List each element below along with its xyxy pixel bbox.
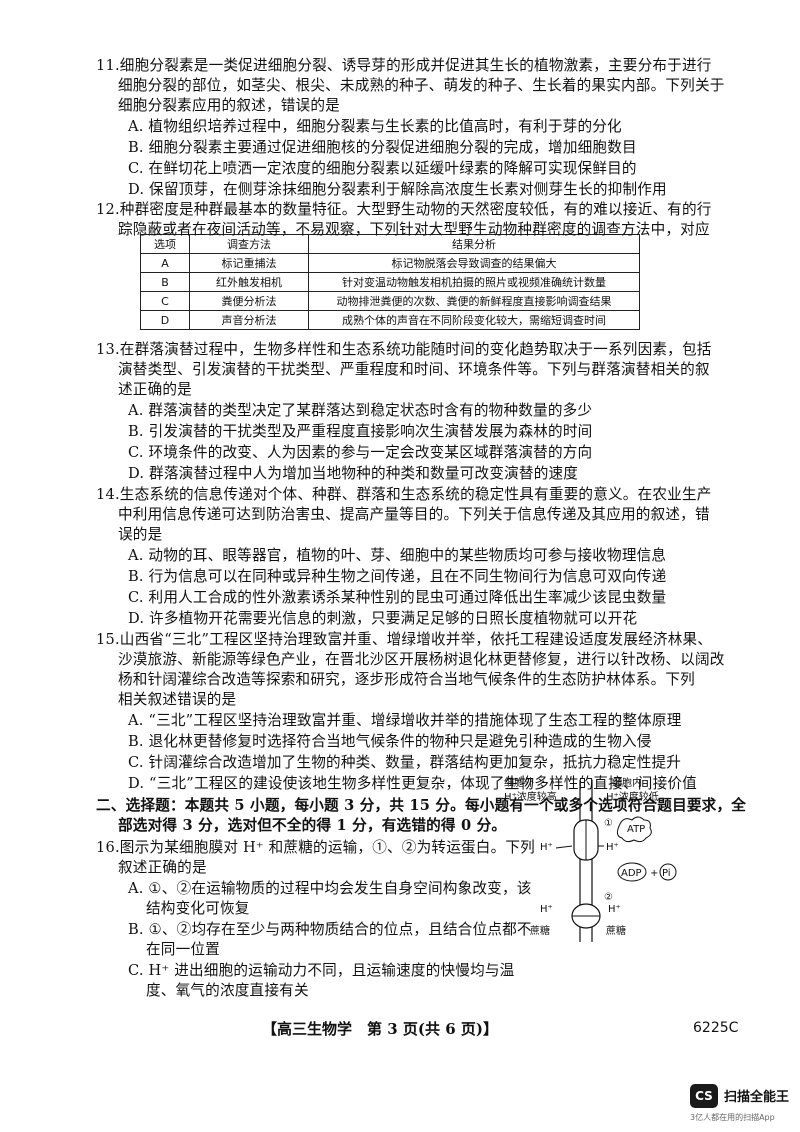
page-footer: 【高三生物学 第 3 页(共 6 页)】	[262, 1020, 498, 1038]
q14-line-1: 14.生态系统的信息传递对个体、种群、群落和生态系统的稳定性具有重要的意义。在农…	[96, 486, 712, 503]
q16-option-a-1: A. ①、②在运输物质的过程中均会发生自身空间构象改变，该	[128, 880, 532, 897]
atp-label: ATP	[627, 824, 645, 835]
q12-line-2: 踪隐蔽或者在夜间活动等，不易观察，下列针对大型野生动物种群密度的调查方法中，对应	[118, 221, 710, 238]
watermark-title: 扫描全能王	[724, 1090, 790, 1105]
outside-h-concentration-label: H⁺浓度较高	[504, 790, 557, 803]
table-cell: 针对变温动物触发相机拍摄的照片或视频准确统计数量	[308, 272, 640, 292]
h-arrow-in	[555, 845, 573, 849]
transport-protein-1	[573, 819, 599, 861]
camscanner-logo-icon: CS	[690, 1084, 718, 1108]
table-row: B 红外触发相机 针对变温动物触发相机拍摄的照片或视频准确统计数量	[140, 272, 640, 292]
adp-label: ADP	[621, 868, 642, 879]
q12-options-table: 选项 调查方法 结果分析 A 标记重捕法 标记物脱落会导致调查的结果偏大 B 红…	[140, 234, 640, 330]
paper-code: 6225C	[693, 1020, 739, 1036]
q14-line-2: 中利用信息传递可达到防治害虫、提高产量等目的。下列关于信息传递及其应用的叙述，错	[118, 506, 710, 523]
q11-option-c: C. 在鲜切花上喷洒一定浓度的细胞分裂素以延缓叶绿素的降解可实现保鲜目的	[128, 160, 637, 177]
table-cell: 标记重捕法	[189, 253, 309, 273]
watermark-subtitle: 3亿人都在用的扫描App	[690, 1113, 775, 1122]
table-cell: 动物排泄粪便的次数、粪便的新鲜程度直接影响调查结果	[308, 291, 640, 311]
protein-2-label: ②	[604, 892, 613, 903]
table-row: D 声音分析法 成熟个体的声音在不同阶段变化较大，需缩短调查时间	[140, 310, 640, 330]
table-cell: B	[140, 272, 190, 292]
table-cell: 声音分析法	[189, 310, 309, 330]
table-cell: D	[140, 310, 190, 330]
h-ion-left-2: H⁺	[540, 904, 553, 915]
q11-line-3: 细胞分裂素应用的叙述，错误的是	[118, 97, 340, 114]
q12-line-1: 12.种群密度是种群最基本的数量特征。大型野生动物的天然密度较低，有的难以接近、…	[96, 201, 712, 218]
table-cell: A	[140, 253, 190, 273]
table-cell: C	[140, 291, 190, 311]
table-cell: 成熟个体的声音在不同阶段变化较大，需缩短调查时间	[308, 310, 640, 330]
q16-line-2: 叙述正确的是	[118, 859, 207, 876]
q16-option-a-2: 结构变化可恢复	[146, 900, 250, 917]
section-2-header-line-1: 二、选择题：本题共 5 小题，每小题 3 分，共 15 分。每小题有一个或多个选…	[96, 797, 747, 814]
q15-line-1: 15.山西省“三北”工程区坚持治理致富并重、增绿增收并举，依托工程建设适度发展经…	[96, 631, 713, 648]
q13-line-3: 述正确的是	[118, 381, 192, 398]
q16-option-c-1: C. H⁺ 进出细胞的运输动力不同，且运输速度的快慢均与温	[128, 962, 515, 979]
q14-option-d: D. 许多植物开花需要光信息的刺激，只要满足足够的日照长度植物就可以开花	[128, 610, 638, 627]
adp-ellipse	[617, 862, 647, 882]
q11-option-b: B. 细胞分裂素主要通过促进细胞核的分裂促进细胞分裂的完成，增加细胞数目	[128, 139, 637, 156]
inside-h-concentration-label: H⁺浓度较低	[606, 790, 659, 803]
h-ion-right-1: H⁺	[606, 842, 619, 853]
q16-option-b-2: 在同一位置	[146, 941, 220, 958]
q16-line-1: 16.图示为某细胞膜对 H⁺ 和蔗糖的运输，①、②为转运蛋白。下列	[96, 839, 535, 856]
q15-option-a: A. “三北”工程区坚持治理致富并重、增绿增收并举的措施体现了生态工程的整体原理	[128, 712, 682, 729]
pi-label: Pi	[662, 868, 671, 879]
inside-label: 细胞内	[612, 776, 642, 789]
q11-line-1: 11.细胞分裂素是一类促进细胞分裂、诱导芽的形成并促进其生长的植物激素，主要分布…	[96, 57, 712, 74]
q15-option-c: C. 针阔灌综合改造增加了生物的种类、数量，群落结构更加复杂，抵抗力稳定性提升	[128, 754, 682, 771]
q11-line-2: 细胞分裂的部位，如茎尖、根尖、未成熟的种子、萌发的种子、生长着的果实内部。下列关…	[118, 77, 725, 94]
q15-option-b: B. 退化林更替修复时选择符合当地气候条件的物种只是避免引种造成的生物入侵	[128, 733, 652, 750]
sucrose-left: 蔗糖	[530, 924, 550, 937]
q15-line-3: 杨和针阔灌综合改造等探索和研究，逐步形成符合当地气候条件的生态防护林体系。下列	[118, 671, 695, 688]
q16-option-c-2: 度、氧气的浓度直接有关	[146, 982, 309, 999]
section-2-header-line-2: 部选对得 3 分，选对但不全的得 1 分，有选错的得 0 分。	[118, 817, 507, 834]
protein-1-label: ①	[604, 818, 613, 829]
pi-circle	[659, 863, 677, 881]
atp-cloud	[616, 816, 652, 843]
q14-line-3: 误的是	[118, 526, 163, 543]
q13-line-1: 13.在群落演替过程中，生物多样性和生态系统功能随时间的变化趋势取决于一系列因素…	[96, 341, 712, 358]
q13-option-c: C. 环境条件的改变、人为因素的参与一定会改变某区域群落演替的方向	[128, 444, 593, 461]
q14-option-c: C. 利用人工合成的性外激素诱杀某种性别的昆虫可通过降低出生率减少该昆虫数量	[128, 589, 667, 606]
table-cell: 粪便分析法	[189, 291, 309, 311]
membrane-transport-figure: 细胞外 H⁺浓度较高 细胞内 H⁺浓度较低 ① ATP H⁺ H⁺ ADP + …	[504, 776, 677, 942]
table-row: A 标记重捕法 标记物脱落会导致调查的结果偏大	[140, 253, 640, 273]
h-ion-left-1: H⁺	[540, 842, 553, 853]
outside-label: 细胞外	[504, 776, 534, 789]
transport-protein-2	[571, 903, 601, 929]
q15-line-2: 沙漠旅游、新能源等绿色产业，在晋北沙区开展杨树退化林更替修复，进行以针改杨、以阔…	[118, 651, 725, 668]
q11-option-d: D. 保留顶芽，在侧芽涂抹细胞分裂素利于解除高浓度生长素对侧芽生长的抑制作用	[128, 181, 667, 198]
table-row: C 粪便分析法 动物排泄粪便的次数、粪便的新鲜程度直接影响调查结果	[140, 291, 640, 311]
table-cell: 标记物脱落会导致调查的结果偏大	[308, 253, 640, 273]
h-ion-right-2: H⁺	[608, 904, 621, 915]
q13-option-b: B. 引发演替的干扰类型及严重程度直接影响次生演替发展为森林的时间	[128, 423, 593, 440]
q13-option-a: A. 群落演替的类型决定了某群落达到稳定状态时含有的物种数量的多少	[128, 402, 593, 419]
q11-option-a: A. 植物组织培养过程中，细胞分裂素与生长素的比值高时，有利于芽的分化	[128, 118, 622, 135]
q15-option-d: D. “三北”工程区的建设使该地生物多样性更复杂，体现了生物多样性的直接、间接价…	[128, 775, 697, 792]
q13-line-2: 演替类型、引发演替的干扰类型、严重程度和时间、环境条件等。下列与群落演替相关的叙	[118, 361, 710, 378]
sucrose-right: 蔗糖	[606, 924, 626, 937]
q14-option-b: B. 行为信息可以在同种或异种生物之间传递，且在不同生物间行为信息可双向传递	[128, 568, 667, 585]
q13-option-d: D. 群落演替过程中人为增加当地物种的种类和数量可改变演替的速度	[128, 465, 579, 482]
q14-option-a: A. 动物的耳、眼等器官，植物的叶、芽、细胞中的某些物质均可参与接收物理信息	[128, 547, 667, 564]
plus-sign: +	[650, 868, 658, 879]
table-cell: 红外触发相机	[189, 272, 309, 292]
q16-option-b-1: B. ①、②均存在至少与两种物质结合的位点，且结合位点都不	[128, 921, 532, 938]
q15-line-4: 相关叙述错误的是	[118, 691, 237, 708]
